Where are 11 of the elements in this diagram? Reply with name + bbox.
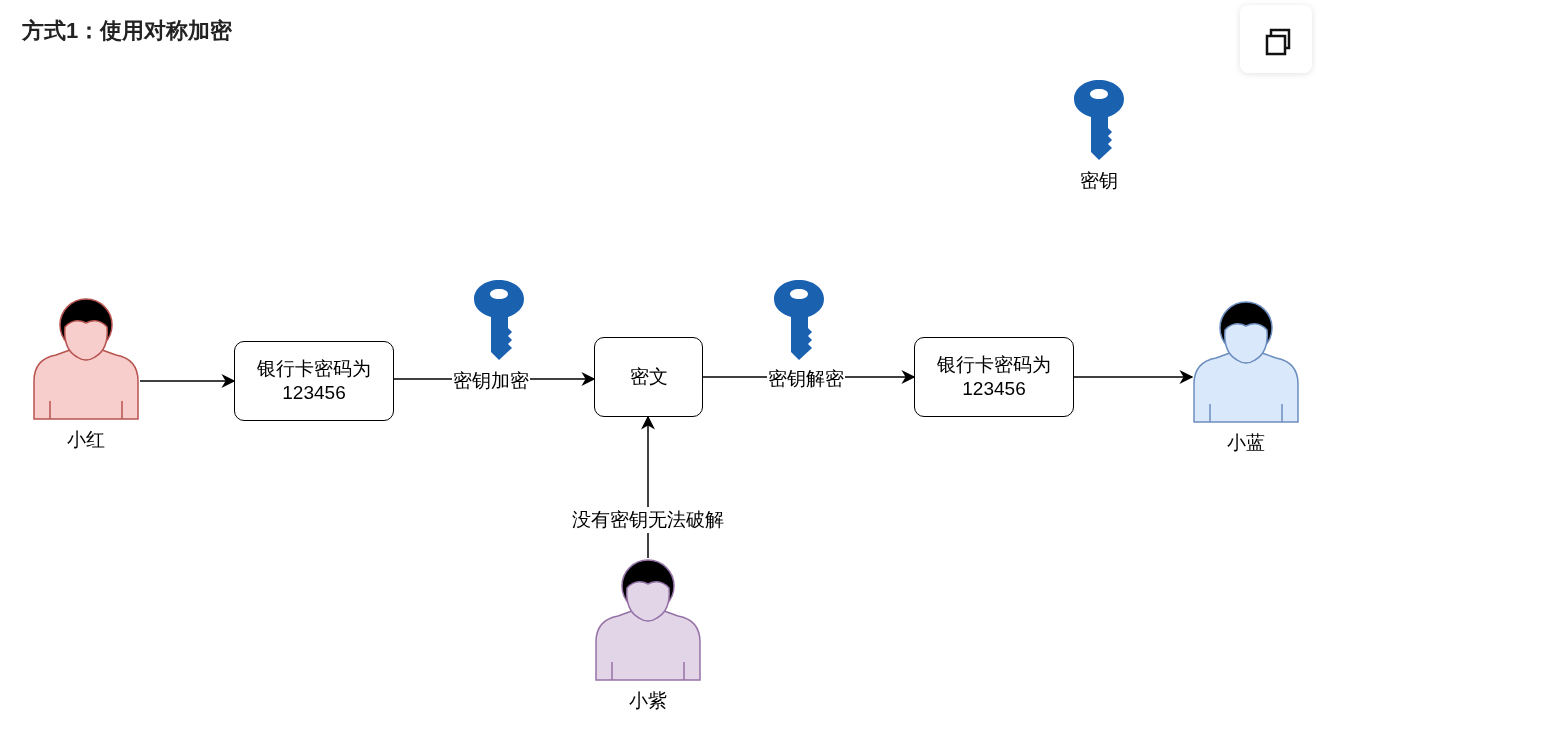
- person-name: 小紫: [629, 689, 667, 713]
- title: 方式1：使用对称加密: [22, 17, 233, 45]
- process-box: 银行卡密码为123456: [914, 337, 1074, 417]
- process-box: 密文: [594, 337, 703, 417]
- person-name: 小蓝: [1227, 431, 1265, 455]
- person-name: 小红: [67, 428, 105, 452]
- process-box: 银行卡密码为123456: [234, 341, 394, 421]
- edge-label: 没有密钥无法破解: [571, 507, 725, 533]
- arrow: [139, 374, 236, 388]
- arrow: [1073, 370, 1194, 384]
- legend-label: 密钥: [1080, 169, 1118, 193]
